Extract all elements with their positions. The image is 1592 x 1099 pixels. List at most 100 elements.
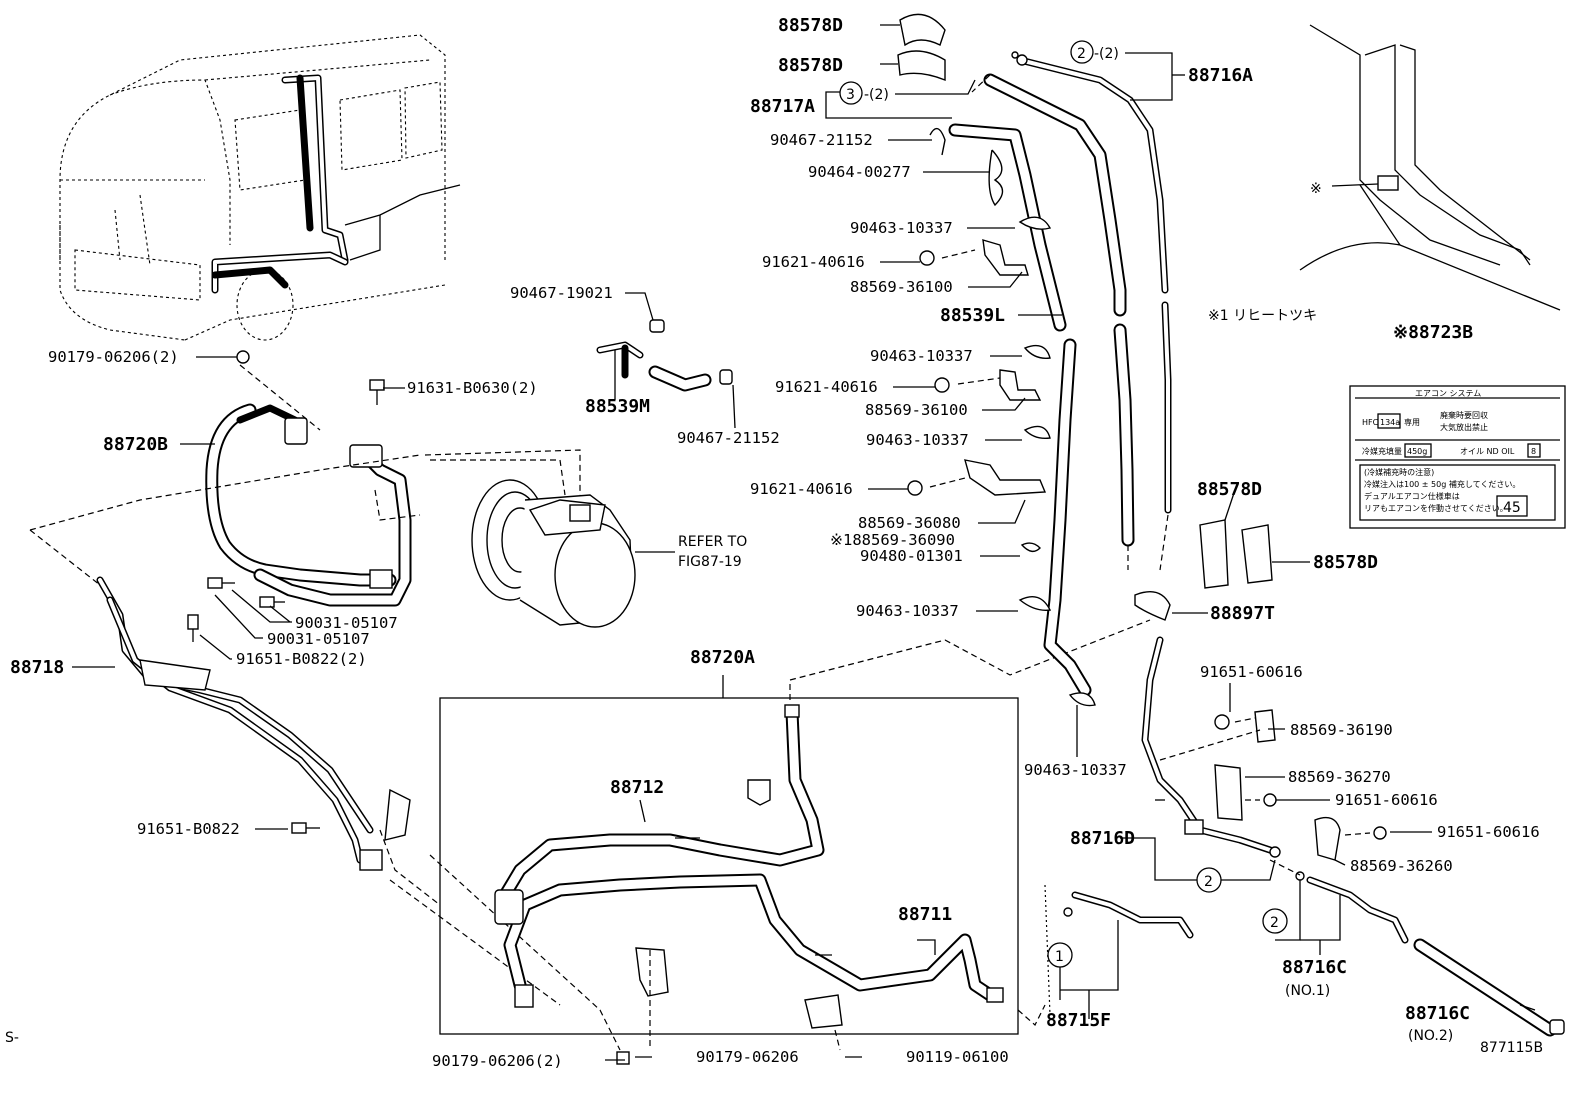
label-88718: 88718 xyxy=(10,657,64,678)
label-88569-36270: 88569-36270 xyxy=(1288,768,1391,786)
pipe-88716C xyxy=(1295,871,1565,1037)
label-88716D: 88716D xyxy=(1070,828,1135,849)
label-88578D-second: 88578D xyxy=(778,55,843,76)
label-88578D-fourth: 88578D xyxy=(1313,552,1378,573)
label-90119-06100: 90119-06100 xyxy=(906,1048,1009,1066)
label-91651-60616-1: 91651-60616 xyxy=(1200,663,1303,681)
decal-note-3: デュアルエアコン仕様車は xyxy=(1364,491,1460,501)
vehicle-outline xyxy=(59,34,446,341)
label-88569-36100-1: 88569-36100 xyxy=(850,278,953,296)
label-91621-40616-2: 91621-40616 xyxy=(775,378,878,396)
decal-recover-2: 大気放出禁止 xyxy=(1440,422,1488,432)
callout-circle-2-top xyxy=(1070,40,1094,64)
label-88717A: 88717A xyxy=(750,96,815,117)
label-88720B: 88720B xyxy=(103,434,168,455)
decal-use: 専用 xyxy=(1404,417,1420,427)
label-88569-36090: ※188569-36090 xyxy=(830,531,955,549)
callout-circle-1-text: 1 xyxy=(1055,949,1064,965)
callout-circle-2-top-text: 2 xyxy=(1077,46,1086,62)
label-figure-id: 877115B xyxy=(1480,1040,1543,1056)
callout-circle-2-low xyxy=(1262,908,1288,934)
label-88569-36190: 88569-36190 xyxy=(1290,721,1393,739)
hose-assembly-88720B xyxy=(205,403,412,607)
callout-circle-2-mid xyxy=(1196,867,1222,893)
decal-oil-no: 8 xyxy=(1531,447,1536,456)
label-90467-19021: 90467-19021 xyxy=(510,284,613,302)
leader-lines xyxy=(72,24,1536,1061)
callout-qty-3: -(2) xyxy=(864,87,889,103)
hose-88539M xyxy=(596,319,733,392)
label-88716C-no2-note: (NO.2) xyxy=(1408,1028,1453,1044)
label-88578D-third: 88578D xyxy=(1197,479,1262,500)
label-88569-36080: 88569-36080 xyxy=(858,514,961,532)
label-refer-fig: FIG87-19 xyxy=(678,554,742,570)
label-88716C-no1: 88716C xyxy=(1282,957,1347,978)
label-91651-B0822-2: 91651-B0822(2) xyxy=(236,650,367,668)
label-88720A: 88720A xyxy=(690,647,755,668)
label-location-inset xyxy=(1299,24,1561,311)
label-90179-06206: 90179-06206 xyxy=(696,1048,799,1066)
callout-qty-2: -(2) xyxy=(1094,46,1119,62)
label-91651-B0822: 91651-B0822 xyxy=(137,820,240,838)
part-labels: 88578D 88578D 88717A 88716A 90467-21152 … xyxy=(5,15,1543,1070)
callout-circle-3 xyxy=(839,81,863,105)
label-90464-00277: 90464-00277 xyxy=(808,163,911,181)
decal-note-1: (冷媒補充時の注意) xyxy=(1364,467,1434,477)
pipe-88715F xyxy=(1063,891,1194,939)
hose-88539L xyxy=(948,123,1092,697)
label-88569-36100-2: 88569-36100 xyxy=(865,401,968,419)
callout-circle-1 xyxy=(1047,942,1073,968)
label-88716C-no1-note: (NO.1) xyxy=(1285,983,1330,999)
label-88723B: ※88723B xyxy=(1393,322,1473,343)
bolt-icons-left xyxy=(187,350,630,1065)
clamp-icons-right xyxy=(897,13,1387,861)
decal-charge-value: 450g xyxy=(1407,447,1427,456)
callout-circles: 3 -(2) 2 -(2) 2 2 1 xyxy=(839,40,1288,968)
decal-title: エアコン システム xyxy=(1415,389,1481,398)
label-88569-36260: 88569-36260 xyxy=(1350,857,1453,875)
hose-assembly-88720A-box xyxy=(439,675,1019,1035)
label-rivet-note: ※1 リヒートツキ xyxy=(1208,308,1317,324)
label-90031-05107-2: 90031-05107 xyxy=(267,630,370,648)
callout-circle-2-low-text: 2 xyxy=(1270,915,1279,931)
label-91631-B0630: 91631-B0630(2) xyxy=(407,379,538,397)
label-90467-21152-top: 90467-21152 xyxy=(770,131,873,149)
decal-code: 45 xyxy=(1503,500,1521,516)
decal-charge-label: 冷媒充填量 xyxy=(1362,446,1402,456)
pipe-88716D xyxy=(1141,636,1281,858)
vehicle-ac-piping xyxy=(211,74,461,294)
decal-hfc: HFC xyxy=(1362,418,1379,427)
decal-refrigerant: 134a xyxy=(1380,418,1400,427)
label-88711: 88711 xyxy=(898,904,952,925)
decal-note-2: 冷媒注入は100 ± 50g 補充してください。 xyxy=(1364,479,1520,489)
label-88716A: 88716A xyxy=(1188,65,1253,86)
compressor xyxy=(471,479,636,628)
label-90179-06206-2-top: 90179-06206(2) xyxy=(48,348,179,366)
label-88539M: 88539M xyxy=(585,396,650,417)
label-91651-60616-3: 91651-60616 xyxy=(1437,823,1540,841)
label-90463-10337-5: 90463-10337 xyxy=(1024,761,1127,779)
label-88539L: 88539L xyxy=(940,305,1005,326)
label-91651-60616-2: 91651-60616 xyxy=(1335,791,1438,809)
label-88715F: 88715F xyxy=(1046,1010,1111,1031)
label-88897T: 88897T xyxy=(1210,603,1275,624)
label-refer-to: REFER TO xyxy=(678,534,747,550)
label-90179-06206-2-bottom: 90179-06206(2) xyxy=(432,1052,563,1070)
decal-oil: オイル ND OIL xyxy=(1460,447,1515,456)
label-91621-40616-1: 91621-40616 xyxy=(762,253,865,271)
callout-circle-3-text: 3 xyxy=(846,87,855,103)
label-corner-s: S- xyxy=(5,1030,19,1046)
label-91621-40616-3: 91621-40616 xyxy=(750,480,853,498)
label-90463-10337-4: 90463-10337 xyxy=(856,602,959,620)
label-kome-mark: ※ xyxy=(1310,181,1322,197)
pipe-88716A xyxy=(983,51,1172,547)
label-90031-05107-1: 90031-05107 xyxy=(295,614,398,632)
label-90467-21152-bottom: 90467-21152 xyxy=(677,429,780,447)
pipe-assembly-88718 xyxy=(96,576,411,871)
callout-circle-2-mid-text: 2 xyxy=(1204,874,1213,890)
decal-recover-1: 廃棄時要回収 xyxy=(1440,410,1488,420)
decal-note-4: リアもエアコンを作動させてください。 xyxy=(1364,503,1508,513)
label-90480-01301: 90480-01301 xyxy=(860,547,963,565)
dashed-reference-lines-left xyxy=(29,364,621,1051)
